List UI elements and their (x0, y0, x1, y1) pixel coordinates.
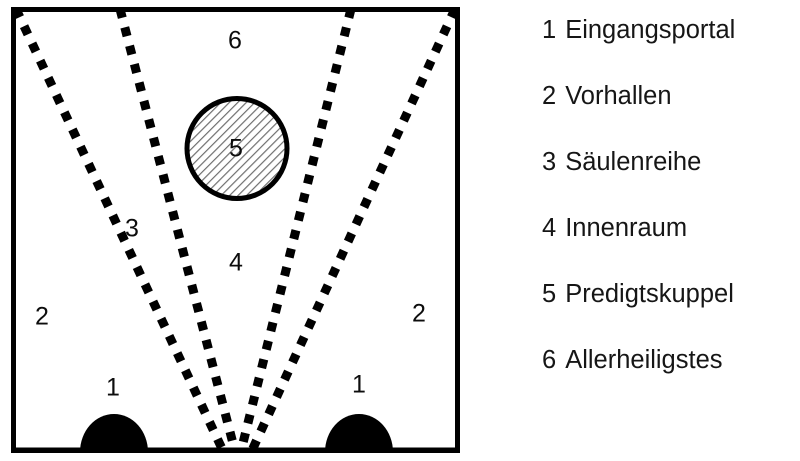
legend-item-4: 4 Innenraum (542, 214, 800, 281)
plan-label-4: 4 (229, 248, 243, 277)
legend-item-5: 5 Predigtskuppel (542, 280, 800, 347)
legend-label-4: Innenraum (565, 214, 688, 242)
legend-item-3: 3 Säulenreihe (542, 148, 800, 215)
legend-list: 1 Eingangsportal 2 Vorhallen 3 Säulenrei… (542, 16, 800, 413)
plan-label-2-right: 2 (412, 299, 426, 328)
building-outline (11, 7, 460, 453)
legend-label-1: Eingangsportal (565, 16, 736, 44)
floor-plan-diagram: 6 5 3 4 2 2 1 1 (11, 7, 460, 453)
legend-number-2: 2 (542, 82, 557, 110)
legend-number-4: 4 (542, 214, 557, 242)
colonnade-line-outer-right (246, 7, 458, 452)
legend-label-6: Allerheiligstes (565, 346, 723, 374)
legend-number-3: 3 (542, 148, 557, 176)
legend-label-5: Predigtskuppel (565, 280, 734, 308)
legend-number-1: 1 (542, 16, 557, 44)
plan-label-1-right: 1 (352, 370, 366, 399)
entrance-portal-dome-right (325, 414, 393, 452)
colonnade-line-inner-right (236, 7, 356, 452)
legend-panel: 1 Eingangsportal 2 Vorhallen 3 Säulenrei… (500, 0, 800, 461)
plan-label-2-left: 2 (35, 302, 49, 331)
legend-label-3: Säulenreihe (565, 148, 702, 176)
preaching-dome-circle (184, 96, 290, 201)
colonnade-line-outer-left (11, 7, 229, 452)
legend-item-2: 2 Vorhallen (542, 82, 800, 149)
floor-plan-svg (11, 7, 460, 453)
legend-label-2: Vorhallen (565, 82, 672, 110)
plan-label-6: 6 (228, 26, 242, 55)
legend-item-6: 6 Allerheiligstes (542, 346, 800, 413)
plan-label-5: 5 (229, 134, 243, 163)
legend-item-1: 1 Eingangsportal (542, 16, 800, 83)
legend-number-6: 6 (542, 346, 557, 374)
entrance-portal-dome-left (80, 414, 148, 452)
plan-label-1-left: 1 (106, 373, 120, 402)
colonnade-line-inner-left (115, 7, 240, 452)
legend-number-5: 5 (542, 280, 557, 308)
plan-label-3: 3 (125, 214, 139, 243)
